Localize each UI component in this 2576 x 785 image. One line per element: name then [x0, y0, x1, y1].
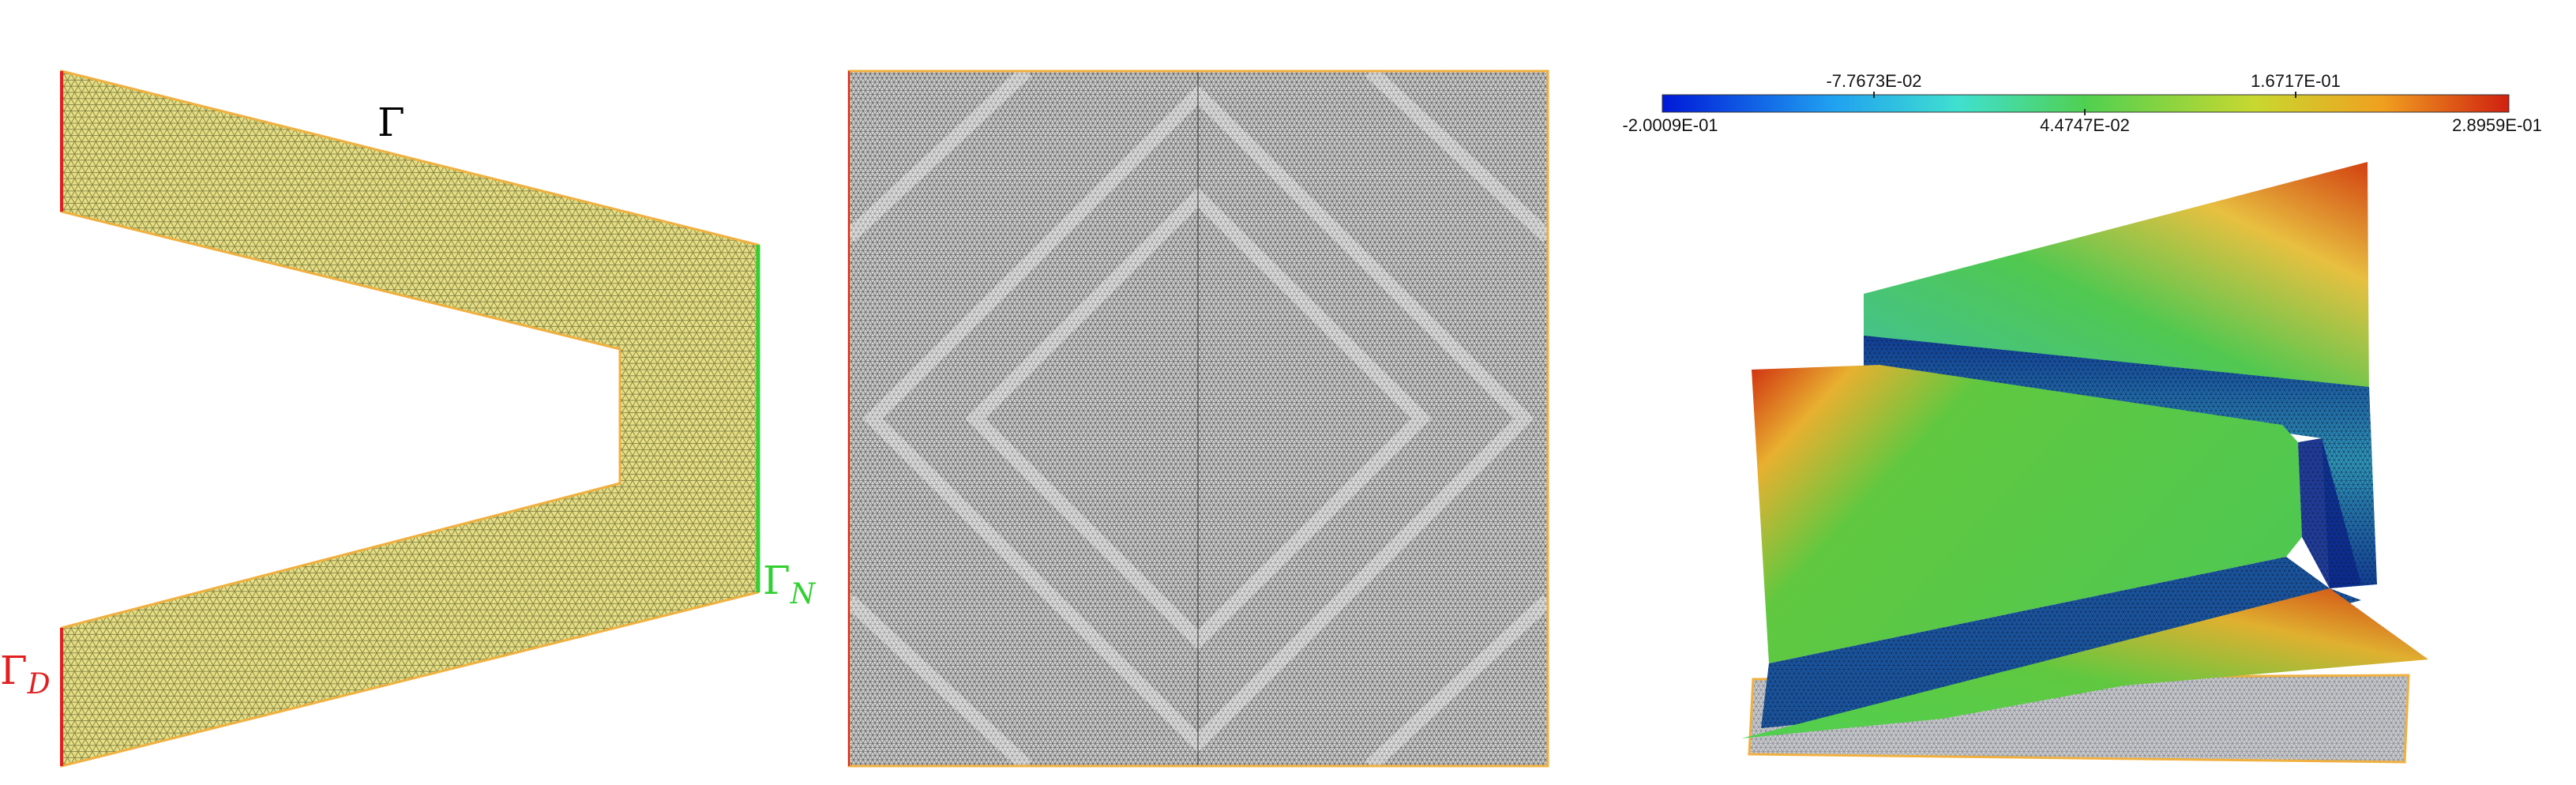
colorbar: -7.7673E-02 1.6717E-01 -2.0009E-01 4.474…	[1622, 71, 2541, 135]
colorbar-tick-bottom-3: 2.8959E-01	[2452, 115, 2542, 135]
colorbar-tick-bottom-2: 4.4747E-02	[2040, 115, 2130, 135]
solution-panel: -7.7673E-02 1.6717E-01 -2.0009E-01 4.474…	[1572, 0, 2576, 785]
solution-surface	[1741, 162, 2428, 764]
mesh-panel	[837, 0, 1564, 785]
mesh-figure	[843, 66, 1553, 772]
surface-lower-wing	[1741, 588, 2428, 738]
domain-figure: Γ ΓD ΓN	[0, 69, 817, 768]
dirichlet-label: ΓD	[0, 648, 51, 700]
colorbar-tick-bottom-1: -2.0009E-01	[1622, 115, 1718, 135]
solution-figure: -7.7673E-02 1.6717E-01 -2.0009E-01 4.474…	[1622, 71, 2542, 764]
colorbar-tick-top-1: -7.7673E-02	[1826, 71, 1921, 91]
domain-panel: Γ ΓD ΓN	[0, 0, 821, 785]
boundary-gamma-label: Γ	[377, 100, 405, 145]
neumann-label: ΓN	[763, 558, 817, 610]
colorbar-tick-top-2: 1.6717E-01	[2251, 71, 2341, 91]
surface-back-wall	[1864, 162, 2369, 403]
surface-front-wall	[1752, 365, 2302, 663]
